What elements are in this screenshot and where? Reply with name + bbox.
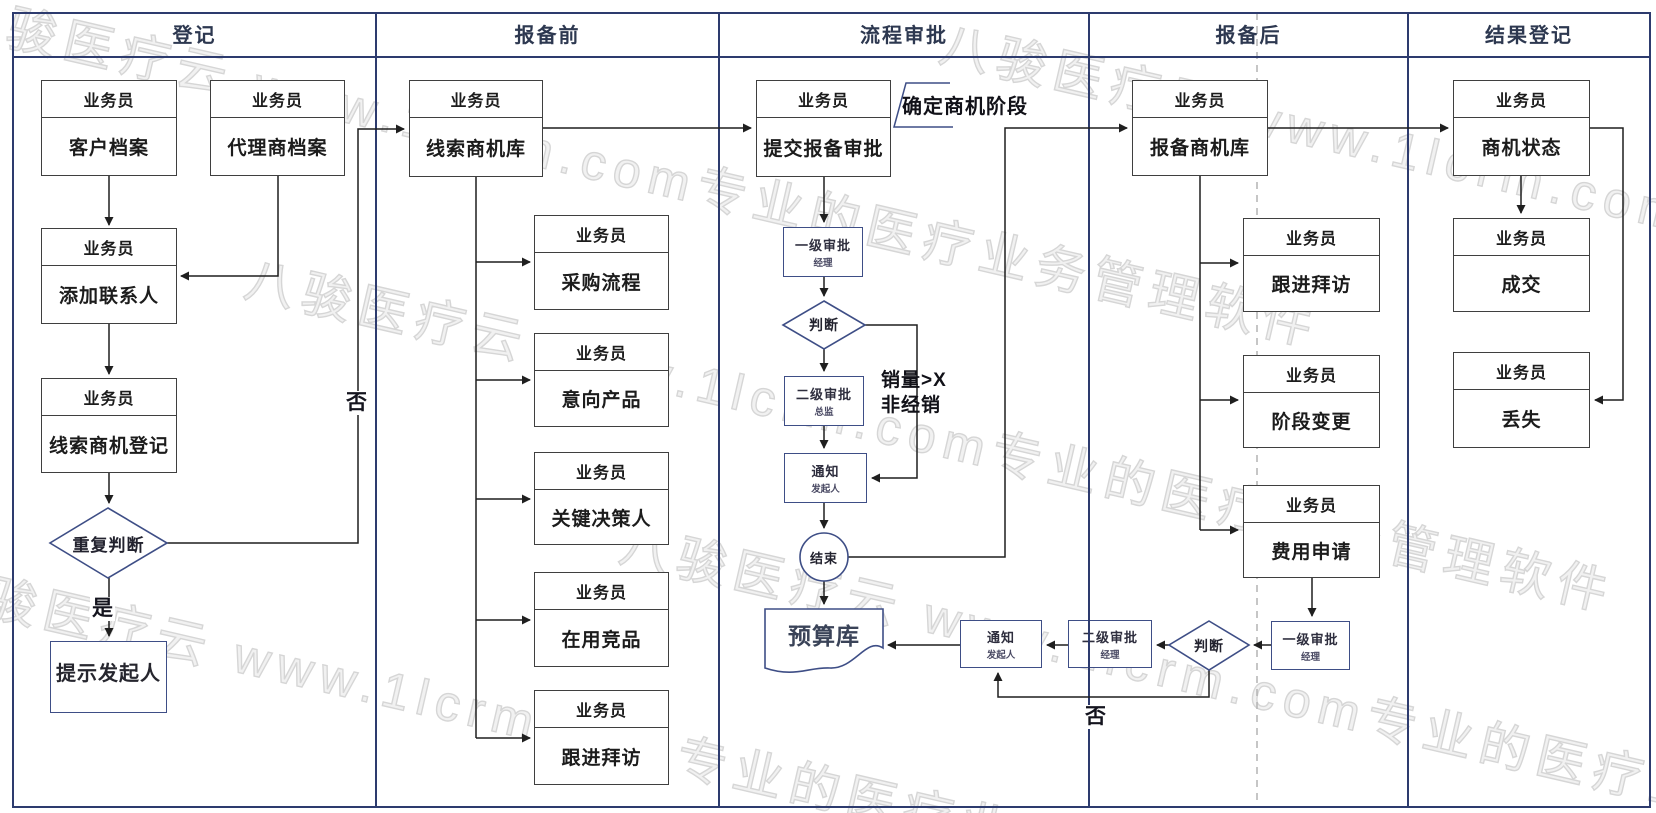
node-lead-opportunity-register: 业务员 线索商机登记 [41, 378, 177, 473]
node-first-approval-bottom: 一级审批 经理 [1271, 621, 1350, 670]
lane-title-approval-flow: 流程审批 [860, 25, 948, 47]
lane-title-result: 结果登记 [1485, 25, 1573, 47]
node-role: 业务员 [1454, 219, 1589, 256]
node-expense-request: 业务员 费用申请 [1243, 485, 1380, 578]
node-role: 业务员 [1244, 486, 1379, 523]
node-customer-profile: 业务员 客户档案 [41, 80, 177, 176]
node-label: 报备商机库 [1149, 138, 1250, 159]
node-label: 丢失 [1501, 410, 1542, 431]
node-second-approval-manager: 二级审批 经理 [1068, 620, 1152, 668]
node-label: 关键决策人 [551, 508, 652, 530]
sales-condition-line1: 销量>X [881, 370, 947, 391]
approval-title: 一级审批 [1282, 631, 1339, 647]
node-competitor-in-use: 业务员 在用竞品 [534, 572, 669, 667]
approval-title: 二级审批 [1081, 630, 1138, 645]
confirm-stage-annotation: 确定商机阶段 [902, 96, 1028, 118]
node-notify-initiator-bottom: 通知 发起人 [960, 620, 1042, 668]
node-role: 业务员 [1244, 219, 1379, 256]
node-role: 业务员 [211, 81, 344, 118]
node-deal-lost: 业务员 丢失 [1453, 352, 1590, 448]
node-label: 意向产品 [561, 390, 642, 411]
node-submit-report-approval: 业务员 提交报备审批 [756, 80, 891, 177]
node-role: 业务员 [1454, 81, 1589, 118]
node-follow-visit-post: 业务员 跟进拜访 [1243, 218, 1380, 312]
approval-role: 总监 [814, 407, 834, 418]
edge-label-yes: 是 [90, 597, 115, 622]
node-follow-visit-pre: 业务员 跟进拜访 [534, 690, 669, 785]
node-role: 业务员 [1244, 356, 1379, 393]
node-label: 采购流程 [561, 272, 642, 294]
node-label: 线索商机登记 [48, 435, 169, 457]
node-role: 业务员 [535, 453, 668, 490]
approval-role: 经理 [813, 258, 833, 269]
node-opportunity-status: 业务员 商机状态 [1453, 80, 1590, 176]
node-second-approval-director: 二级审批 总监 [784, 376, 864, 426]
node-lead-opportunity-library: 业务员 线索商机库 [409, 80, 543, 177]
notify-title: 通知 [811, 464, 840, 479]
node-role: 业务员 [42, 81, 176, 118]
lane-title-before-report: 报备前 [514, 25, 581, 47]
node-agent-profile: 业务员 代理商档案 [210, 80, 345, 176]
decision-mid-label: 判断 [809, 317, 839, 333]
budget-library-label: 预算库 [788, 623, 860, 649]
node-label: 阶段变更 [1271, 411, 1352, 433]
approval-role: 经理 [1100, 650, 1120, 661]
node-notify-initiator-mid: 通知 发起人 [784, 453, 867, 503]
node-role: 业务员 [1454, 353, 1589, 390]
lane-title-registration: 登记 [172, 25, 217, 47]
node-purchase-process: 业务员 采购流程 [534, 215, 669, 310]
node-role: 业务员 [42, 229, 176, 266]
decision-bottom-label: 判断 [1194, 637, 1224, 654]
node-label: 代理商档案 [227, 138, 328, 159]
node-role: 业务员 [535, 573, 668, 610]
node-role: 业务员 [42, 379, 176, 416]
node-label: 客户档案 [68, 138, 149, 159]
node-label: 提交报备审批 [763, 138, 884, 160]
node-label: 费用申请 [1271, 541, 1352, 563]
node-label: 线索商机库 [425, 138, 526, 160]
node-role: 业务员 [535, 691, 668, 728]
node-role: 业务员 [535, 216, 668, 253]
node-label: 添加联系人 [58, 286, 159, 307]
notify-role: 发起人 [811, 484, 840, 495]
node-stage-change: 业务员 阶段变更 [1243, 355, 1380, 448]
node-deal-won: 业务员 成交 [1453, 218, 1590, 312]
node-role: 业务员 [410, 81, 542, 118]
node-label: 商机状态 [1481, 138, 1562, 159]
node-intended-product: 业务员 意向产品 [534, 333, 669, 427]
approval-title: 二级审批 [795, 387, 852, 402]
node-add-contact: 业务员 添加联系人 [41, 228, 177, 324]
node-label: 成交 [1501, 275, 1542, 296]
node-label: 跟进拜访 [561, 747, 642, 769]
node-label: 跟进拜访 [1271, 275, 1352, 296]
notify-title: 通知 [986, 630, 1015, 645]
node-first-approval-top: 一级审批 经理 [783, 227, 863, 277]
sales-condition-annotation: 销量>X 非经销 [881, 368, 947, 418]
node-prompt-initiator: 提示发起人 [50, 641, 167, 713]
node-role: 业务员 [1133, 81, 1267, 118]
node-reported-opportunity-library: 业务员 报备商机库 [1132, 80, 1268, 176]
decision-repeat-label: 重复判断 [72, 535, 145, 555]
edge-label-no-left: 否 [344, 391, 369, 416]
watermark-text: 八骏医疗云 www.1lcrm.com专业的医疗业务管理软件 [239, 251, 1621, 623]
approval-title: 一级审批 [794, 238, 851, 253]
edge-label-no-bottom: 否 [1083, 705, 1108, 730]
lane-title-after-report: 报备后 [1215, 25, 1282, 47]
node-key-decision-maker: 业务员 关键决策人 [534, 452, 669, 545]
sales-condition-line2: 非经销 [881, 395, 942, 416]
node-label: 在用竞品 [561, 629, 642, 651]
node-role: 业务员 [535, 334, 668, 371]
end-terminator-label: 结束 [809, 550, 838, 566]
watermark-text: 八骏医疗云 www.1lcrm.com专业的医疗业务管理软件 [934, 16, 1656, 388]
approval-role: 经理 [1300, 651, 1320, 663]
node-role: 业务员 [757, 81, 890, 118]
notify-role: 发起人 [986, 650, 1016, 661]
